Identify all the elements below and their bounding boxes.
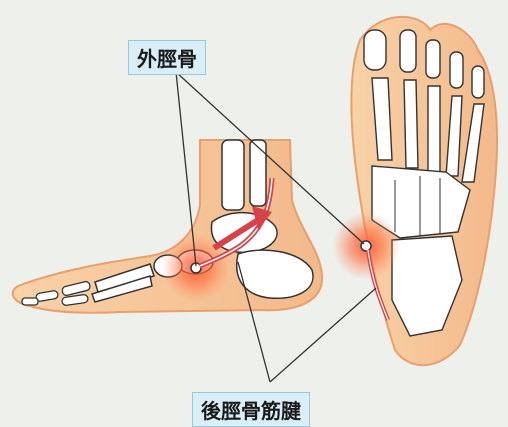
lateral-foot-skeleton-icon <box>13 140 322 313</box>
top-view-foot-skeleton-icon <box>332 17 497 365</box>
posterior-tibial-tendon-label: 後脛骨筋腱 <box>192 392 310 427</box>
fibula-label: 外脛骨 <box>128 40 206 75</box>
